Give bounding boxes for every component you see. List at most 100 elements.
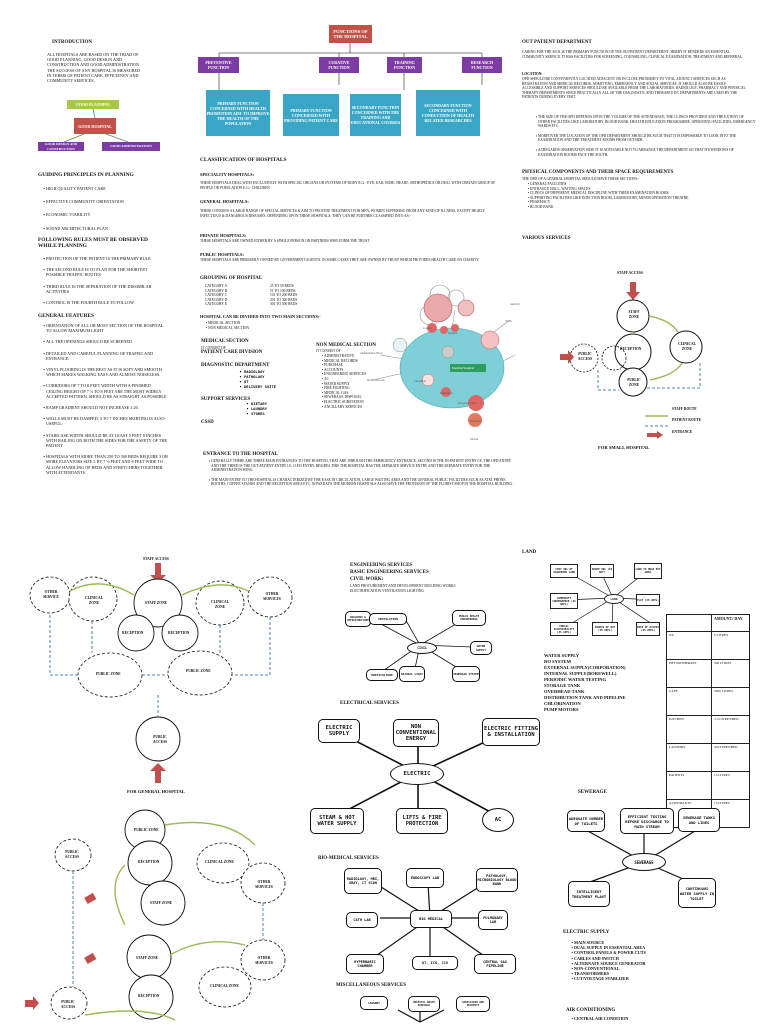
water-item: STORAGE TANK — [544, 683, 581, 688]
water-item: DISTRIBUTION TANK AND PIPELINE — [544, 695, 626, 700]
diagnostic-department: DIAGNOSTIC DEPARTMENT — [201, 363, 270, 368]
land-node: SHAPE VOL (IS ANY) — [590, 564, 614, 578]
general2-public-access: PUBLIC ACCESS — [64, 850, 80, 859]
speciality-text: THESE HOSPITALS DEAL WITH EXCLUSIVELY WI… — [200, 181, 496, 190]
general-public-zone-2: PUBLIC ZONE — [186, 669, 211, 673]
guiding-list: HIGH QUALITY PATIENT CARE EFFECTIVE COMM… — [38, 186, 166, 234]
speciality-title: SPECIALITY HOSPITALS: — [200, 172, 255, 177]
entrance-heading: ENTRANCE TO THE HOSPITAL — [203, 452, 278, 457]
list-item: TRANSFORMERS — [574, 971, 674, 976]
patient-care-division: PATIENT CARE DIVISION — [201, 350, 263, 355]
list-item: MOREOVER THE LOCATION OF THE OPD DEPARTM… — [538, 134, 756, 143]
water-item: CHLORINATION — [544, 701, 581, 706]
list-item: ACCOUNTS — [324, 368, 366, 373]
small-reception: RECEPTION — [620, 347, 642, 351]
general-title: GENERAL HOSPITALS: — [200, 199, 249, 204]
general-other-service: OTHER SERVICE — [43, 590, 59, 599]
land-node: COST VOL OF ACQUIRING LAND — [550, 564, 578, 578]
list-item: CLINICS OF DIFFERENT MEDICAL DISCIPLINE … — [530, 191, 756, 196]
list-item: CORRIDORS OF 7 TO 8 FEET WIDTH WITH A FI… — [46, 383, 168, 399]
list-item: AC — [324, 377, 366, 382]
general-reception: RECEPTION — [122, 631, 144, 635]
grouping-heading: GROUPING OF HOSPITAL — [200, 276, 263, 281]
nonmedical-section-sub: IT CONSIST OF — [316, 349, 341, 353]
cssd-label: CSSD — [201, 420, 214, 425]
list-item: PATHOLOGY — [244, 374, 280, 379]
list-item: THE MAIN ENTRY TO THE HOSPITAL IS CHARAC… — [211, 478, 517, 487]
list-item: HIGH QUALITY PATIENT CARE — [46, 186, 166, 191]
general2-staff-zone-2: STAFF ZONE — [136, 956, 159, 960]
list-item: STAIRCASE WIDTH SHOULD BE AT LEAST 5 FEE… — [46, 433, 168, 449]
triad-center: GOOD HOSPITAL — [74, 118, 116, 134]
category-training: TRAINING FUNCTION — [387, 57, 422, 73]
general2-reception: RECEPTION — [138, 860, 160, 864]
list-item: ANCILLARY SERVICES — [324, 405, 366, 410]
list-item: ENTRANCE HALL, WAITING SPACES — [530, 187, 756, 192]
civil-node: VENTILATION — [369, 613, 407, 625]
general-public-access: PUBLIC ACCESS — [152, 735, 168, 744]
general-hospital-diagram-2 — [25, 809, 286, 1021]
public-text: THESE HOSPITALS ARE PRIMARILY OWNED BY G… — [200, 258, 480, 262]
features-heading: GENERAL FEATURES — [38, 313, 95, 319]
land-node: COMMUNITY CONVENIENCE (IS APPL) — [550, 593, 578, 609]
biomedical-node: HYPERBARIC CHAMBER — [346, 954, 384, 974]
list-item: ALTERNATE SOURCE GENERATOR — [574, 961, 674, 966]
sewerage-node: INTELLIGENT TREATMENT PLANT — [568, 881, 610, 907]
physical-list: GENERAL FACILITIES ENTRANCE HALL, WAITIN… — [522, 182, 756, 210]
list-item: LAUNDRY — [251, 406, 267, 411]
general-text: THESE CONSISTS A LARGE RANGE OF SPECIAL … — [200, 209, 485, 218]
list-item: DETAILED AND CAREFUL PLANNING OF TRAFFIC… — [46, 351, 168, 361]
water-item: EXTERNAL SUPPLY(CORPORATION) — [544, 665, 626, 670]
small-legend-staff: STAFF ROUTE — [672, 407, 697, 411]
list-item: MEDICAL SECTION — [208, 321, 249, 326]
general-other-services: OTHER SERVICES — [263, 592, 281, 601]
list-item: NON-CONVENTIONAL — [574, 966, 674, 971]
small-staff-access: STAFF ACCESS — [617, 271, 643, 275]
civil-node: WATER SUPPLY — [470, 641, 492, 655]
public-title: PUBLIC HOSPITALS: — [200, 252, 244, 257]
small-legend-entrance: ENTRANCE — [672, 430, 693, 434]
civil-node: HORTICULTURE — [366, 669, 398, 681]
general-hospital-diagram — [29, 563, 293, 783]
general-hospital-title: FOR GENERAL HOSPITAL — [127, 789, 185, 794]
medical-section-title: MEDICAL SECTION — [201, 339, 249, 344]
water-item: PERIODIC WATER TESTING — [544, 677, 607, 682]
physical-sub: THE OPD OF A GENERAL HOSPITAL SHOULD HAV… — [522, 177, 640, 181]
opd-text: CARING FOR THE SICK IS THE PRIMARY FUNCT… — [522, 50, 743, 59]
small-public-zone: PUBLIC ZONE — [627, 378, 641, 387]
list-item: RADIOLOGY — [244, 369, 280, 374]
electrical-node: ELECTRIC FITTING & INSTALLATION — [482, 718, 540, 746]
misc-node: HOSPITAL WASTE DISPOSAL — [408, 996, 440, 1012]
list-item: PROTECTION OF THE PATIENT IS THE PRIMARY… — [46, 256, 164, 261]
triad-right: GOOD ADMINISTRATION — [102, 142, 160, 151]
civil-node: SEWERAGE SYSTEM — [452, 666, 480, 682]
sewerage-heading: SEWERAGE — [578, 790, 607, 795]
bubble-label: Medical Records — [367, 379, 385, 382]
small-clinical-zone: CLINICAL ZONE — [678, 342, 696, 351]
list-item: PHARMACY — [530, 200, 756, 205]
land-node: LAND TO HOLD EXT AREA — [634, 563, 662, 579]
entrance-list: GENERALLY THERE ARE THREE MAIN ENTRANCES… — [203, 459, 517, 490]
category-preventive: PREVENTIVE FUNCTION — [198, 57, 239, 73]
opd-heading: OUT PATIENT DEPARTMENT — [522, 40, 592, 45]
land-node: EASE OF ACCESS (IS APPL) — [636, 622, 660, 636]
triad-connectors — [63, 108, 129, 143]
list-item: CONTROL IS THE FOURTH RULE TO FOLLOW — [46, 300, 164, 305]
support-list: DIETARY LAUNDRY STORES — [243, 401, 267, 416]
electrical-node: LIFTS & FIRE PROTECTION — [396, 808, 448, 834]
divided-heading: HOSPITAL CAN BE DIVIDED INTO TWO MAIN SE… — [200, 314, 321, 319]
physical-heading: PHYSICAL COMPONENTS AND THEIR SPACE REQU… — [522, 170, 674, 175]
sewerage-node: CONTINUOUS WATER SUPPLY IN TOILET — [678, 878, 716, 908]
list-item: SEWERAGE DISPOSAL — [324, 395, 366, 400]
list-item: FIRE FIGHTING — [324, 386, 366, 391]
small-hospital-title: FOR SMALL HOSPITAL — [598, 445, 650, 450]
list-item: DELIVERY SUITE — [244, 384, 280, 389]
civil-node: BUILDING & INFRASTRUCTURE — [345, 611, 371, 627]
table-header: AMOUNT/ DAY — [711, 614, 750, 632]
water-item: PUMP MOTORS — [544, 707, 579, 712]
